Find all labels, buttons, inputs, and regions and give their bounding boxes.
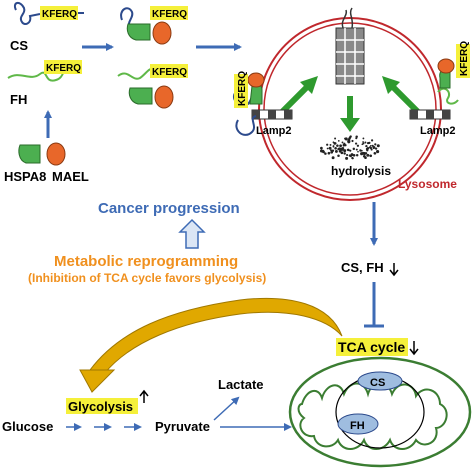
lysosome-label: Lysosome <box>398 177 457 191</box>
mito-fh-label: FH <box>350 420 365 432</box>
hspa8-label: HSPA8 <box>4 169 46 184</box>
kferq-tag: KFERQ <box>237 71 248 106</box>
pyruvate-label: Pyruvate <box>155 419 210 434</box>
inhibition-note: (Inhibition of TCA cycle favors glycolys… <box>28 271 266 285</box>
glucose-label: Glucose <box>2 419 53 434</box>
down-arrow-icon <box>409 341 419 356</box>
mael-label: MAEL <box>52 169 89 184</box>
feedback-arrow <box>89 297 343 375</box>
inhibition-line <box>364 282 384 328</box>
cs-label: CS <box>10 38 28 53</box>
kferq-tag: KFERQ <box>42 9 77 20</box>
up-arrow-icon <box>139 389 149 403</box>
fh-complex: KFERQ <box>117 64 188 109</box>
fh-label: FH <box>10 92 27 107</box>
cancer-progression-label: Cancer progression <box>98 200 240 217</box>
lamp2-label: Lamp2 <box>256 125 291 137</box>
tca-highlight <box>336 338 408 356</box>
cs-fh-down-label: CS, FH <box>341 260 384 275</box>
hydrolysis-debris <box>319 135 380 160</box>
tca-cycle-label: TCA cycle <box>338 339 405 355</box>
glycolysis-label: Glycolysis <box>68 399 133 414</box>
kferq-tag: KFERQ <box>459 41 470 76</box>
lactate-label: Lactate <box>218 377 264 392</box>
fh-substrate: KFERQ FH <box>7 60 82 107</box>
cs-substrate: KFERQ CS <box>10 2 84 53</box>
lamp2-label: Lamp2 <box>420 125 455 137</box>
hollow-up-arrow <box>178 218 206 249</box>
lamp2-left: Lamp2 KFERQ <box>232 71 293 137</box>
lamp2-right: Lamp2 KFERQ <box>409 41 470 137</box>
hspa8-mael-chaperones: HSPA8 MAEL <box>4 142 89 184</box>
cs-complex: KFERQ <box>120 6 188 45</box>
kferq-tag: KFERQ <box>46 63 81 74</box>
mitochondrion: CS FH <box>288 356 472 468</box>
hydrolysis-label: hydrolysis <box>331 164 391 178</box>
lamp2-multimer <box>335 7 365 85</box>
kferq-tag: KFERQ <box>152 9 187 20</box>
mito-cs-label: CS <box>370 377 385 389</box>
glycolysis-highlight <box>66 398 138 414</box>
kferq-tag: KFERQ <box>152 67 187 78</box>
down-arrow-icon <box>389 263 399 277</box>
lysosome: Lysosome <box>258 17 457 201</box>
metabolic-reprogramming-label: Metabolic reprogramming <box>54 253 238 270</box>
